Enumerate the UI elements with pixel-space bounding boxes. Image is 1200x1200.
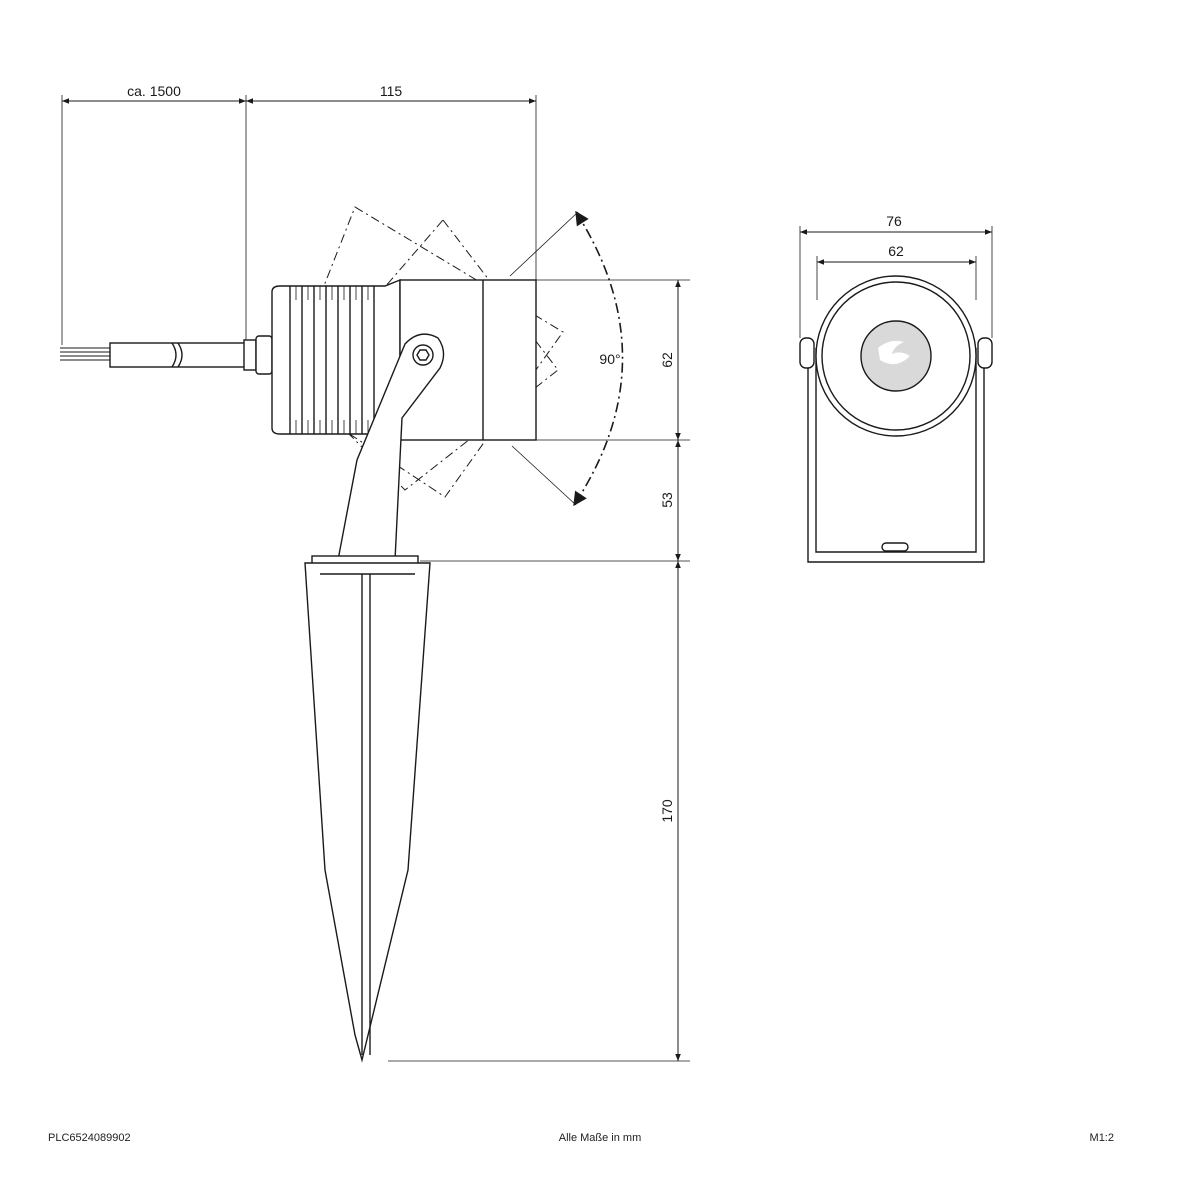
dimension-lines [62,98,681,1061]
lens-reflection-icon [878,340,910,365]
front-view [799,226,993,563]
lamp-front [815,275,977,437]
dim-head-height: 62 [659,352,675,368]
extension-lines [61,95,690,1062]
dim-tilt-angle: 90° [599,351,620,367]
dim-outer-width: 76 [886,213,902,229]
scale-label: M1:2 [1089,1132,1114,1144]
dim-inner-width: 62 [888,243,904,259]
dim-head-length: 115 [380,83,403,99]
article-number: PLC6524089902 [48,1132,131,1144]
dim-cable-length: ca. 1500 [127,83,181,99]
cable [60,335,273,375]
dim-arm-height: 53 [659,492,675,508]
tilt-arm [337,333,445,561]
side-view [60,95,690,1063]
tilt-angle-arc [573,210,624,507]
heat-sink [271,278,401,442]
dim-spike-length: 170 [659,799,675,823]
units-note: Alle Maße in mm [558,1132,642,1144]
ground-spike [304,555,431,1063]
